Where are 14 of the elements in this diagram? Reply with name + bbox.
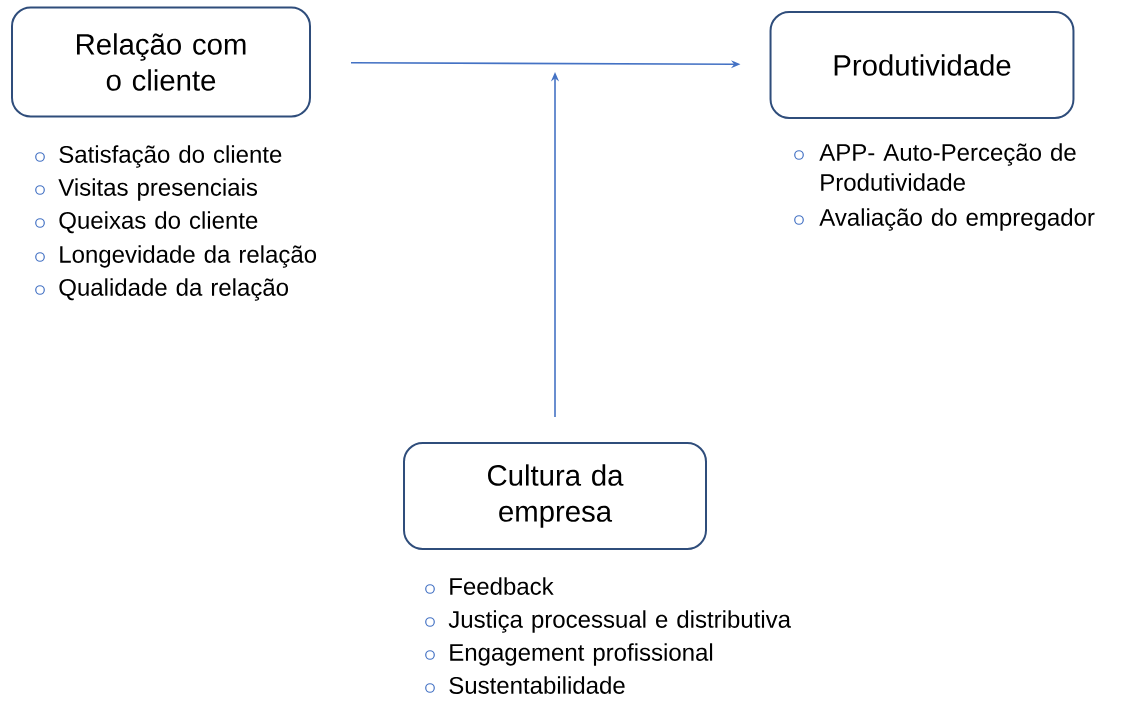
- bullet-item: Queixas do cliente: [35, 211, 258, 234]
- bullet-item: Satisfação do cliente: [35, 145, 282, 168]
- rounded-box: Relação com o cliente: [11, 6, 311, 118]
- bullet-item: Engagement profissional: [425, 643, 713, 666]
- bullet-item: Longevidade da relação: [35, 245, 317, 268]
- bullet-item: Feedback: [425, 577, 554, 595]
- rounded-box: Produtividade: [769, 11, 1075, 119]
- bullet-item: Avaliação do empregador: [794, 208, 1095, 231]
- bullet-item: Sustentabilidade: [425, 676, 625, 694]
- bullet-item: Justiça processual e distributiva: [425, 610, 791, 633]
- bullet-item: Visitas presenciais: [35, 178, 258, 201]
- rounded-box: Cultura da empresa: [403, 442, 707, 550]
- bullet-item: Qualidade da relação: [35, 278, 288, 301]
- bullet-item: APP- Auto-Perceção de Produtividade: [794, 143, 1076, 191]
